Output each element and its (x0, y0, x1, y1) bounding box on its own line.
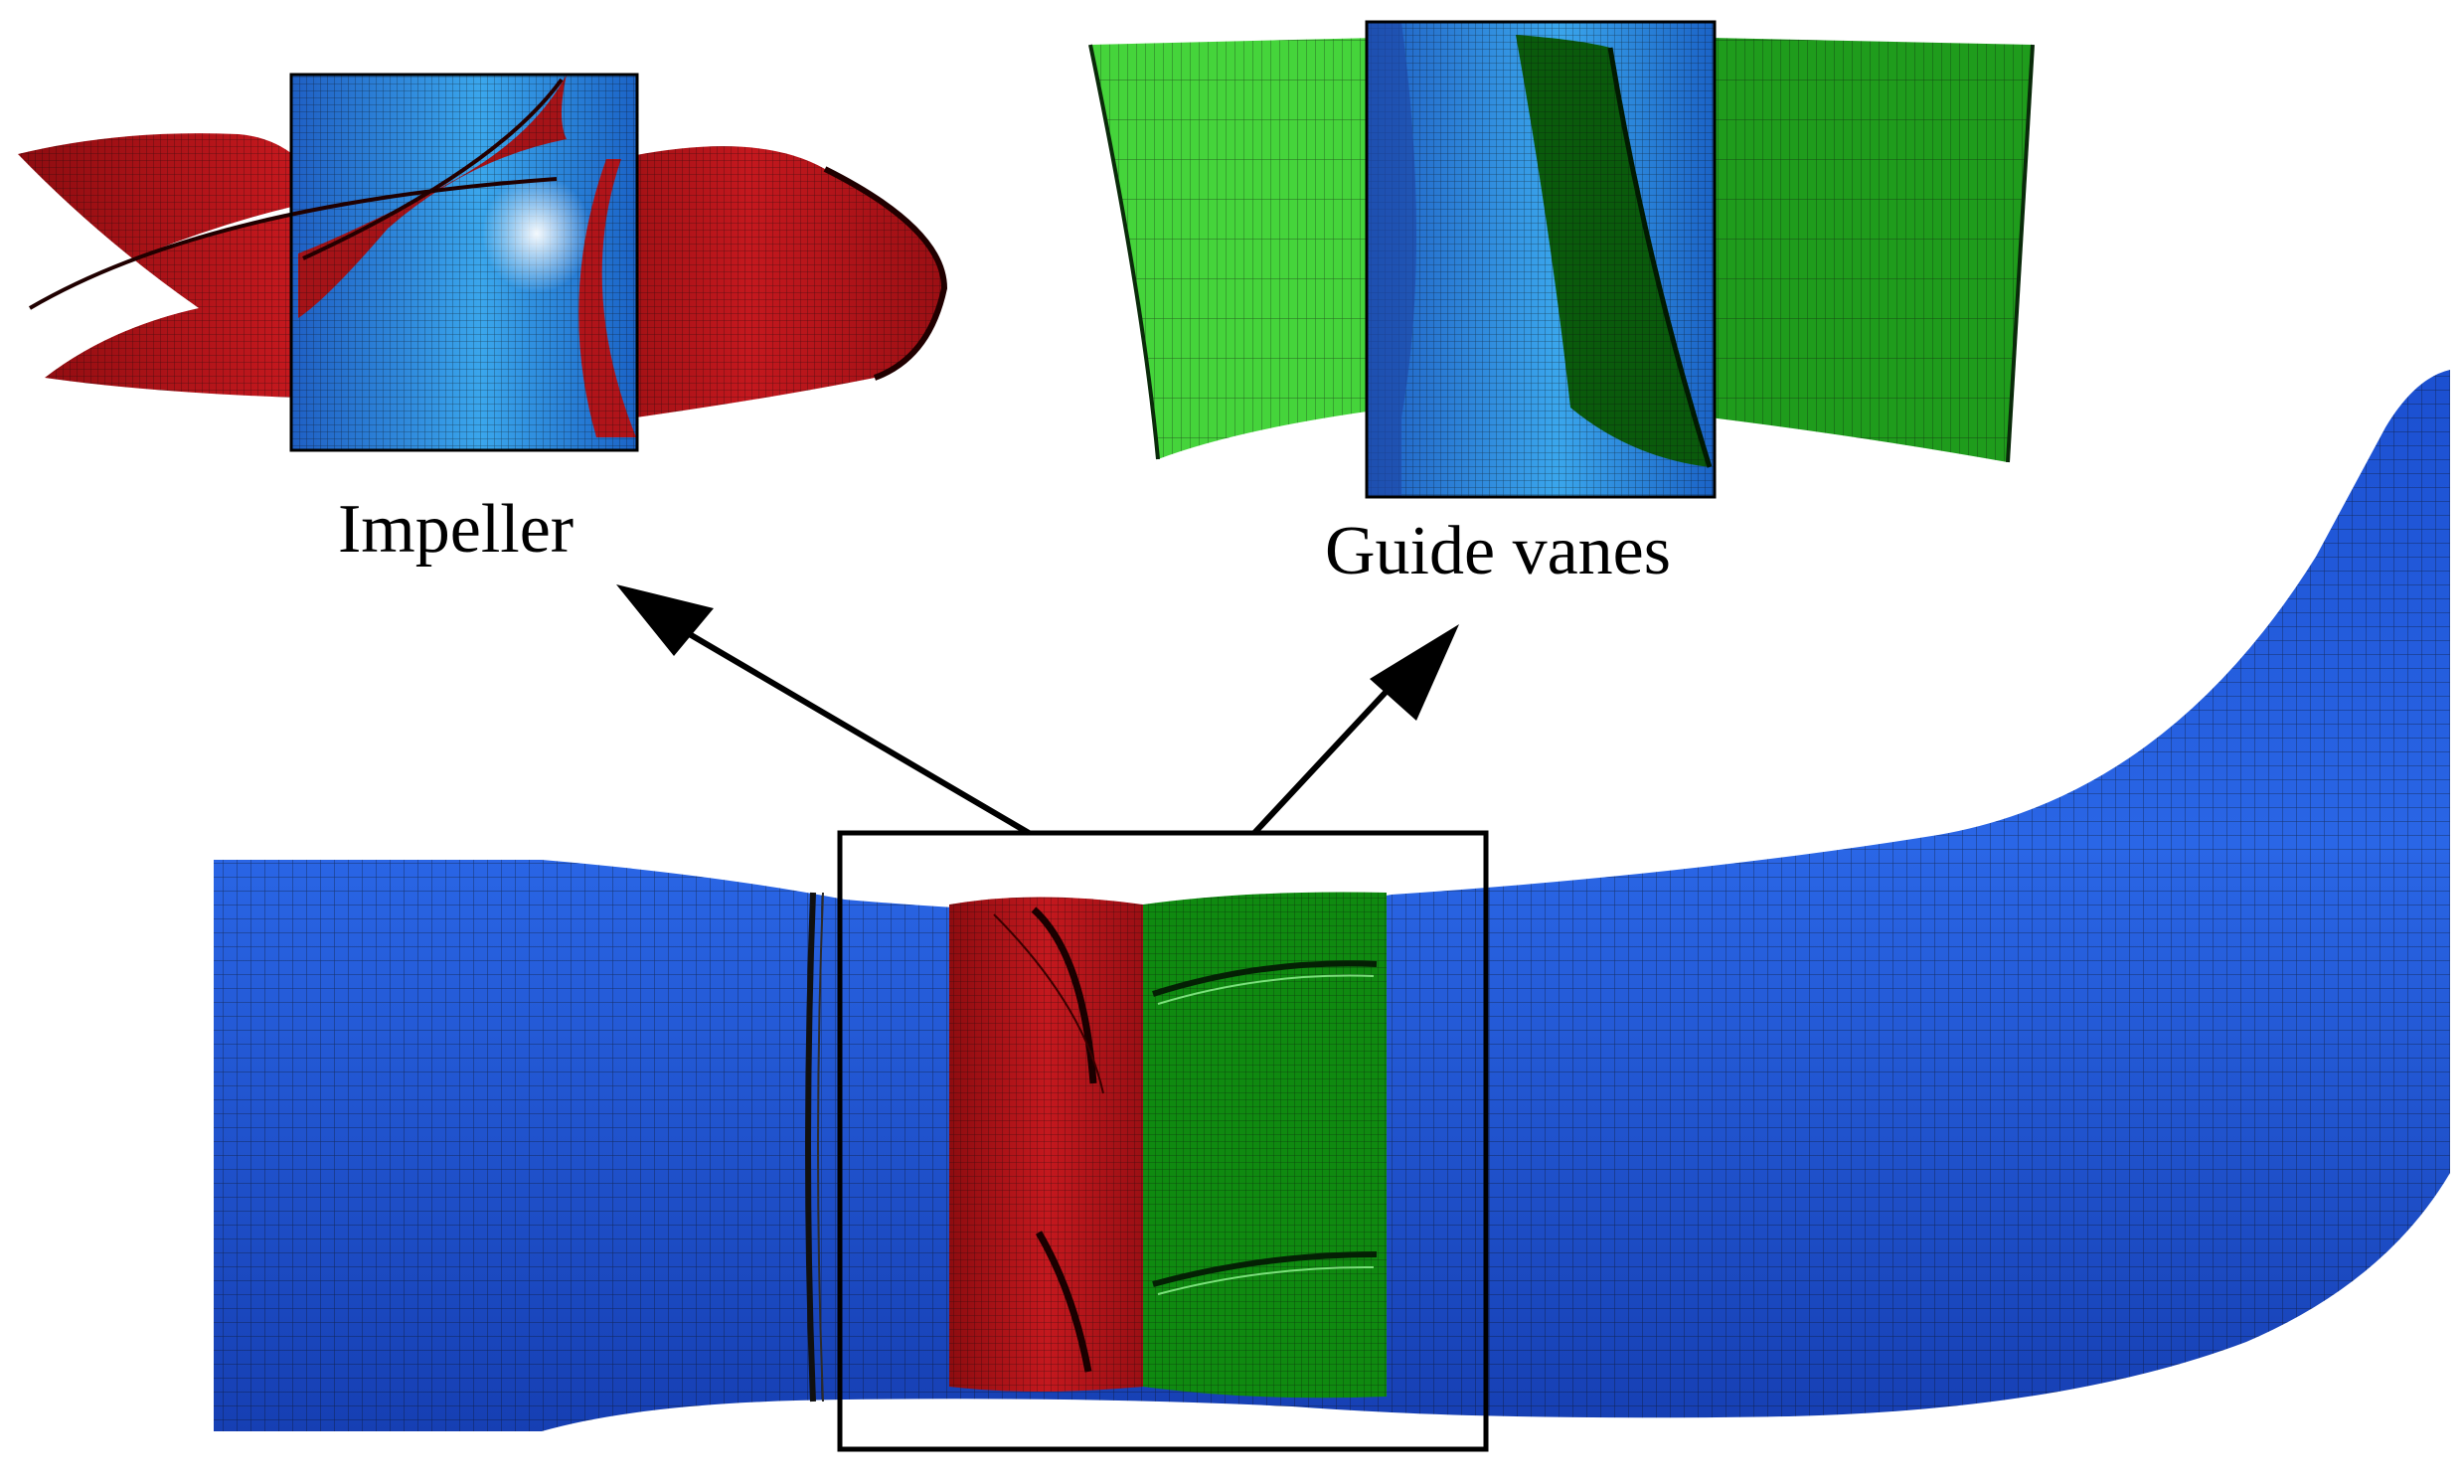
arrow-head-impeller (616, 584, 714, 656)
impeller-detail (18, 73, 948, 452)
hub-highlight (482, 174, 591, 293)
pump-duct-assembly (214, 370, 2450, 1452)
guide-vanes-detail (1088, 20, 2035, 499)
impeller-label: Impeller (338, 491, 575, 568)
highlight-box (837, 830, 1489, 1452)
inlet-seam (805, 892, 816, 1402)
guide-vane-edge-lower (1152, 1251, 1378, 1287)
arrow-to-guide-vanes (1251, 683, 1395, 836)
guide-vane-edge-upper (1152, 960, 1378, 997)
guide-vanes-label: Guide vanes (1325, 513, 1671, 589)
arrow-head-guide-vanes (1370, 624, 1459, 721)
arrow-to-impeller (674, 623, 1031, 836)
callout-arrows (616, 584, 1459, 836)
